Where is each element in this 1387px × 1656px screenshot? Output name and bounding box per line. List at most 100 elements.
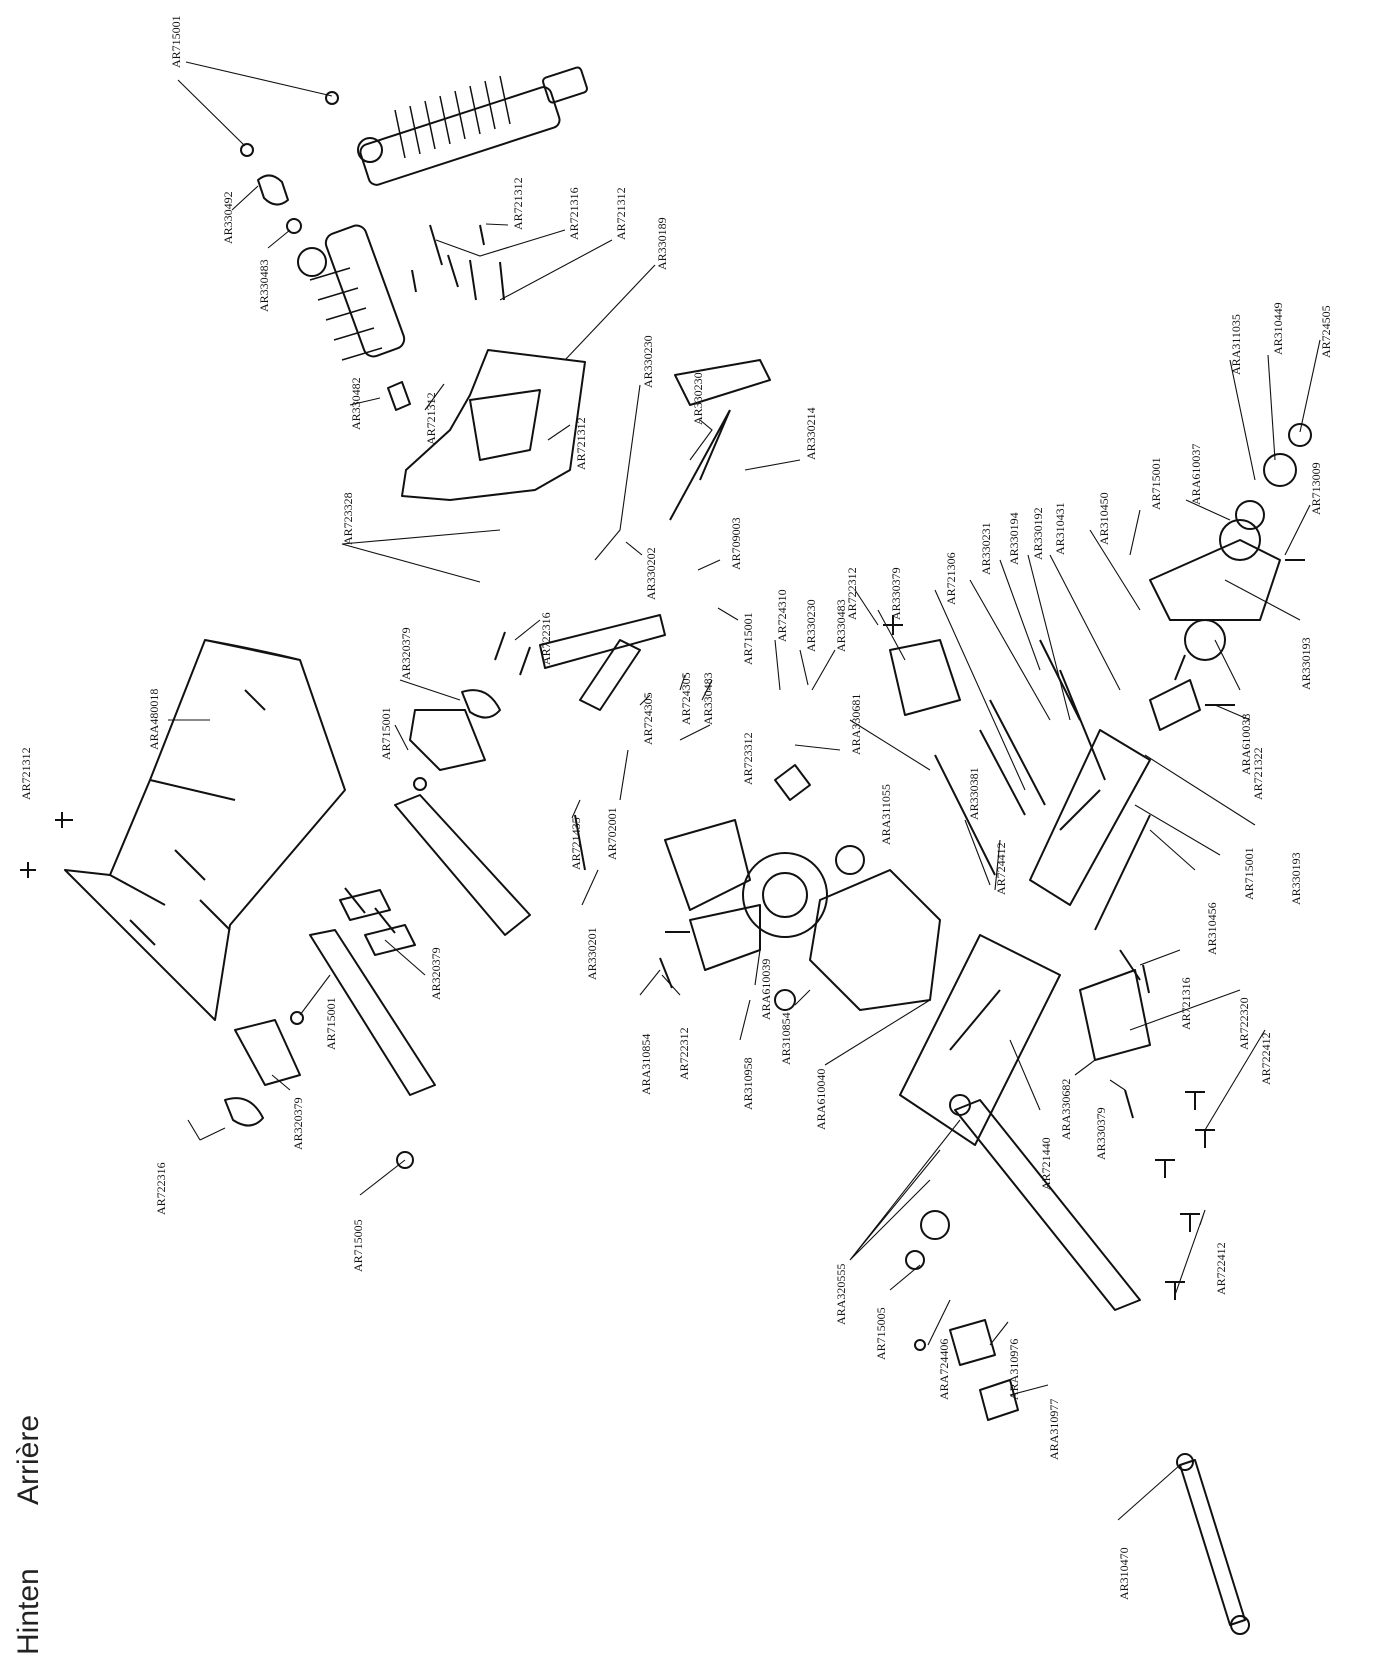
callout-label: ARA724406 (937, 1339, 951, 1400)
callout-label: AR310470 (1117, 1547, 1131, 1600)
callout-label: ARA320555 (834, 1264, 848, 1325)
callout-label: AR723328 (341, 492, 355, 545)
callout-label: AR330192 (1031, 507, 1045, 560)
rear-axle-shaft (1179, 1459, 1246, 1626)
callout-label: AR724310 (775, 589, 789, 642)
callout-label: AR721312 (614, 187, 628, 240)
rear-bulkhead (664, 819, 751, 911)
section-heading: Hinten Arrière (12, 1415, 45, 1655)
rear-suspension-arm-upper (1029, 729, 1151, 906)
callout-label: ARA610037 (1189, 444, 1203, 505)
shock-tower (401, 349, 586, 501)
callout-label: AR721316 (1179, 977, 1193, 1030)
callout-label: AR330194 (1007, 512, 1021, 565)
part-illustrations (20, 66, 1312, 1635)
camber-link-upper (674, 359, 771, 406)
callout-label: AR330381 (967, 767, 981, 820)
heading-arriere: Arrière (12, 1415, 45, 1505)
callout-label: AR724505 (1319, 305, 1333, 358)
callout-label: AR721440 (1039, 1137, 1053, 1190)
callout-label: AR310449 (1271, 302, 1285, 355)
callout-label: AR310431 (1053, 502, 1067, 555)
callout-label: AR723312 (741, 732, 755, 785)
callout-label: AR330379 (1094, 1107, 1108, 1160)
callout-label: AR330193 (1299, 637, 1313, 690)
wheel-hex (949, 1319, 996, 1366)
callout-label: AR330214 (804, 407, 818, 460)
callout-label: AR330482 (349, 377, 363, 430)
callout-label: AR722412 (1259, 1032, 1273, 1085)
callout-label: AR721312 (511, 177, 525, 230)
callout-label: AR320379 (291, 1097, 305, 1150)
callout-label: AR330231 (979, 522, 993, 575)
callout-label: ARA480018 (147, 689, 161, 750)
hinge-pin-mount-upper (889, 639, 961, 716)
rear-wing (64, 639, 346, 1021)
callout-label: AR330193 (1289, 852, 1303, 905)
callout-label: AR715001 (169, 15, 183, 68)
callout-label: AR713009 (1309, 462, 1323, 515)
callout-label: AR715001 (379, 707, 393, 760)
rear-suspension-arm-lower (899, 934, 1061, 1146)
heading-hinten: Hinten (12, 1568, 45, 1655)
callout-label: AR702001 (605, 807, 619, 860)
callout-label: AR320379 (399, 627, 413, 680)
callout-label: ARA610038 (1239, 714, 1253, 775)
callout-label: AR715001 (1242, 847, 1256, 900)
hinge-pin-mount-lower (1079, 969, 1151, 1061)
shock-mount-cup (257, 174, 289, 206)
callout-label: AR330483 (834, 599, 848, 652)
callout-label: AR715005 (351, 1219, 365, 1272)
callout-label: ARA311035 (1229, 314, 1243, 375)
callout-label: AR715001 (1149, 457, 1163, 510)
callout-label: AR330230 (691, 372, 705, 425)
callout-label: AR721316 (567, 187, 581, 240)
callout-label: AR330202 (644, 547, 658, 600)
callout-label: ARA610040 (814, 1069, 828, 1130)
wing-support-arm-lower (309, 929, 436, 1096)
callout-label: AR722312 (677, 1027, 691, 1080)
callout-label: ARA610039 (759, 959, 773, 1020)
callout-label: AR330189 (655, 217, 669, 270)
callout-label: AR722316 (539, 612, 553, 665)
dogbone-drive-shaft (954, 1099, 1141, 1311)
callout-label: AR330483 (257, 259, 271, 312)
callout-label: AR330379 (889, 567, 903, 620)
callout-label: ARA330682 (1059, 1079, 1073, 1140)
callout-label: AR715001 (741, 612, 755, 665)
callout-label: AR721312 (424, 392, 438, 445)
callout-label: AR330483 (701, 672, 715, 725)
wing-mount-lower (234, 1019, 301, 1086)
callout-label: AR721312 (19, 747, 33, 800)
callout-label: ARA310977 (1047, 1399, 1061, 1460)
callout-label: AR715001 (324, 997, 338, 1050)
callout-label: AR320379 (429, 947, 443, 1000)
callout-label: AR722312 (845, 567, 859, 620)
callout-label: AR724305 (679, 672, 693, 725)
callout-label: AR330230 (804, 599, 818, 652)
gearbox-housing (809, 869, 941, 1011)
callout-label: AR330201 (585, 927, 599, 980)
callout-label: ARA310854 (639, 1034, 653, 1095)
differential (742, 852, 828, 938)
callout-label: AR721312 (574, 417, 588, 470)
shock-absorber-lower (297, 224, 406, 361)
callout-label: AR330492 (221, 191, 235, 244)
callout-label: AR724412 (994, 842, 1008, 895)
callout-label: AR722412 (1214, 1242, 1228, 1295)
callout-label: ARA330681 (849, 694, 863, 755)
stub-axle (1149, 654, 1201, 731)
callout-label: AR330230 (641, 335, 655, 388)
wing-mount-upper (409, 709, 486, 771)
hub-carrier (1149, 539, 1281, 621)
leader-lines (168, 61, 1321, 1521)
callout-label: AR310854 (779, 1012, 793, 1065)
callout-label: AR721322 (1251, 747, 1265, 800)
callout-labels: AR715001 AR330492 AR330483 AR721312 AR72… (19, 15, 1333, 1600)
shock-absorber-upper (357, 66, 588, 186)
callout-label: AR722320 (1237, 997, 1251, 1050)
callout-label: AR721435 (569, 817, 583, 870)
callout-label: ARA311055 (879, 784, 893, 845)
callout-label: AR721306 (944, 552, 958, 605)
